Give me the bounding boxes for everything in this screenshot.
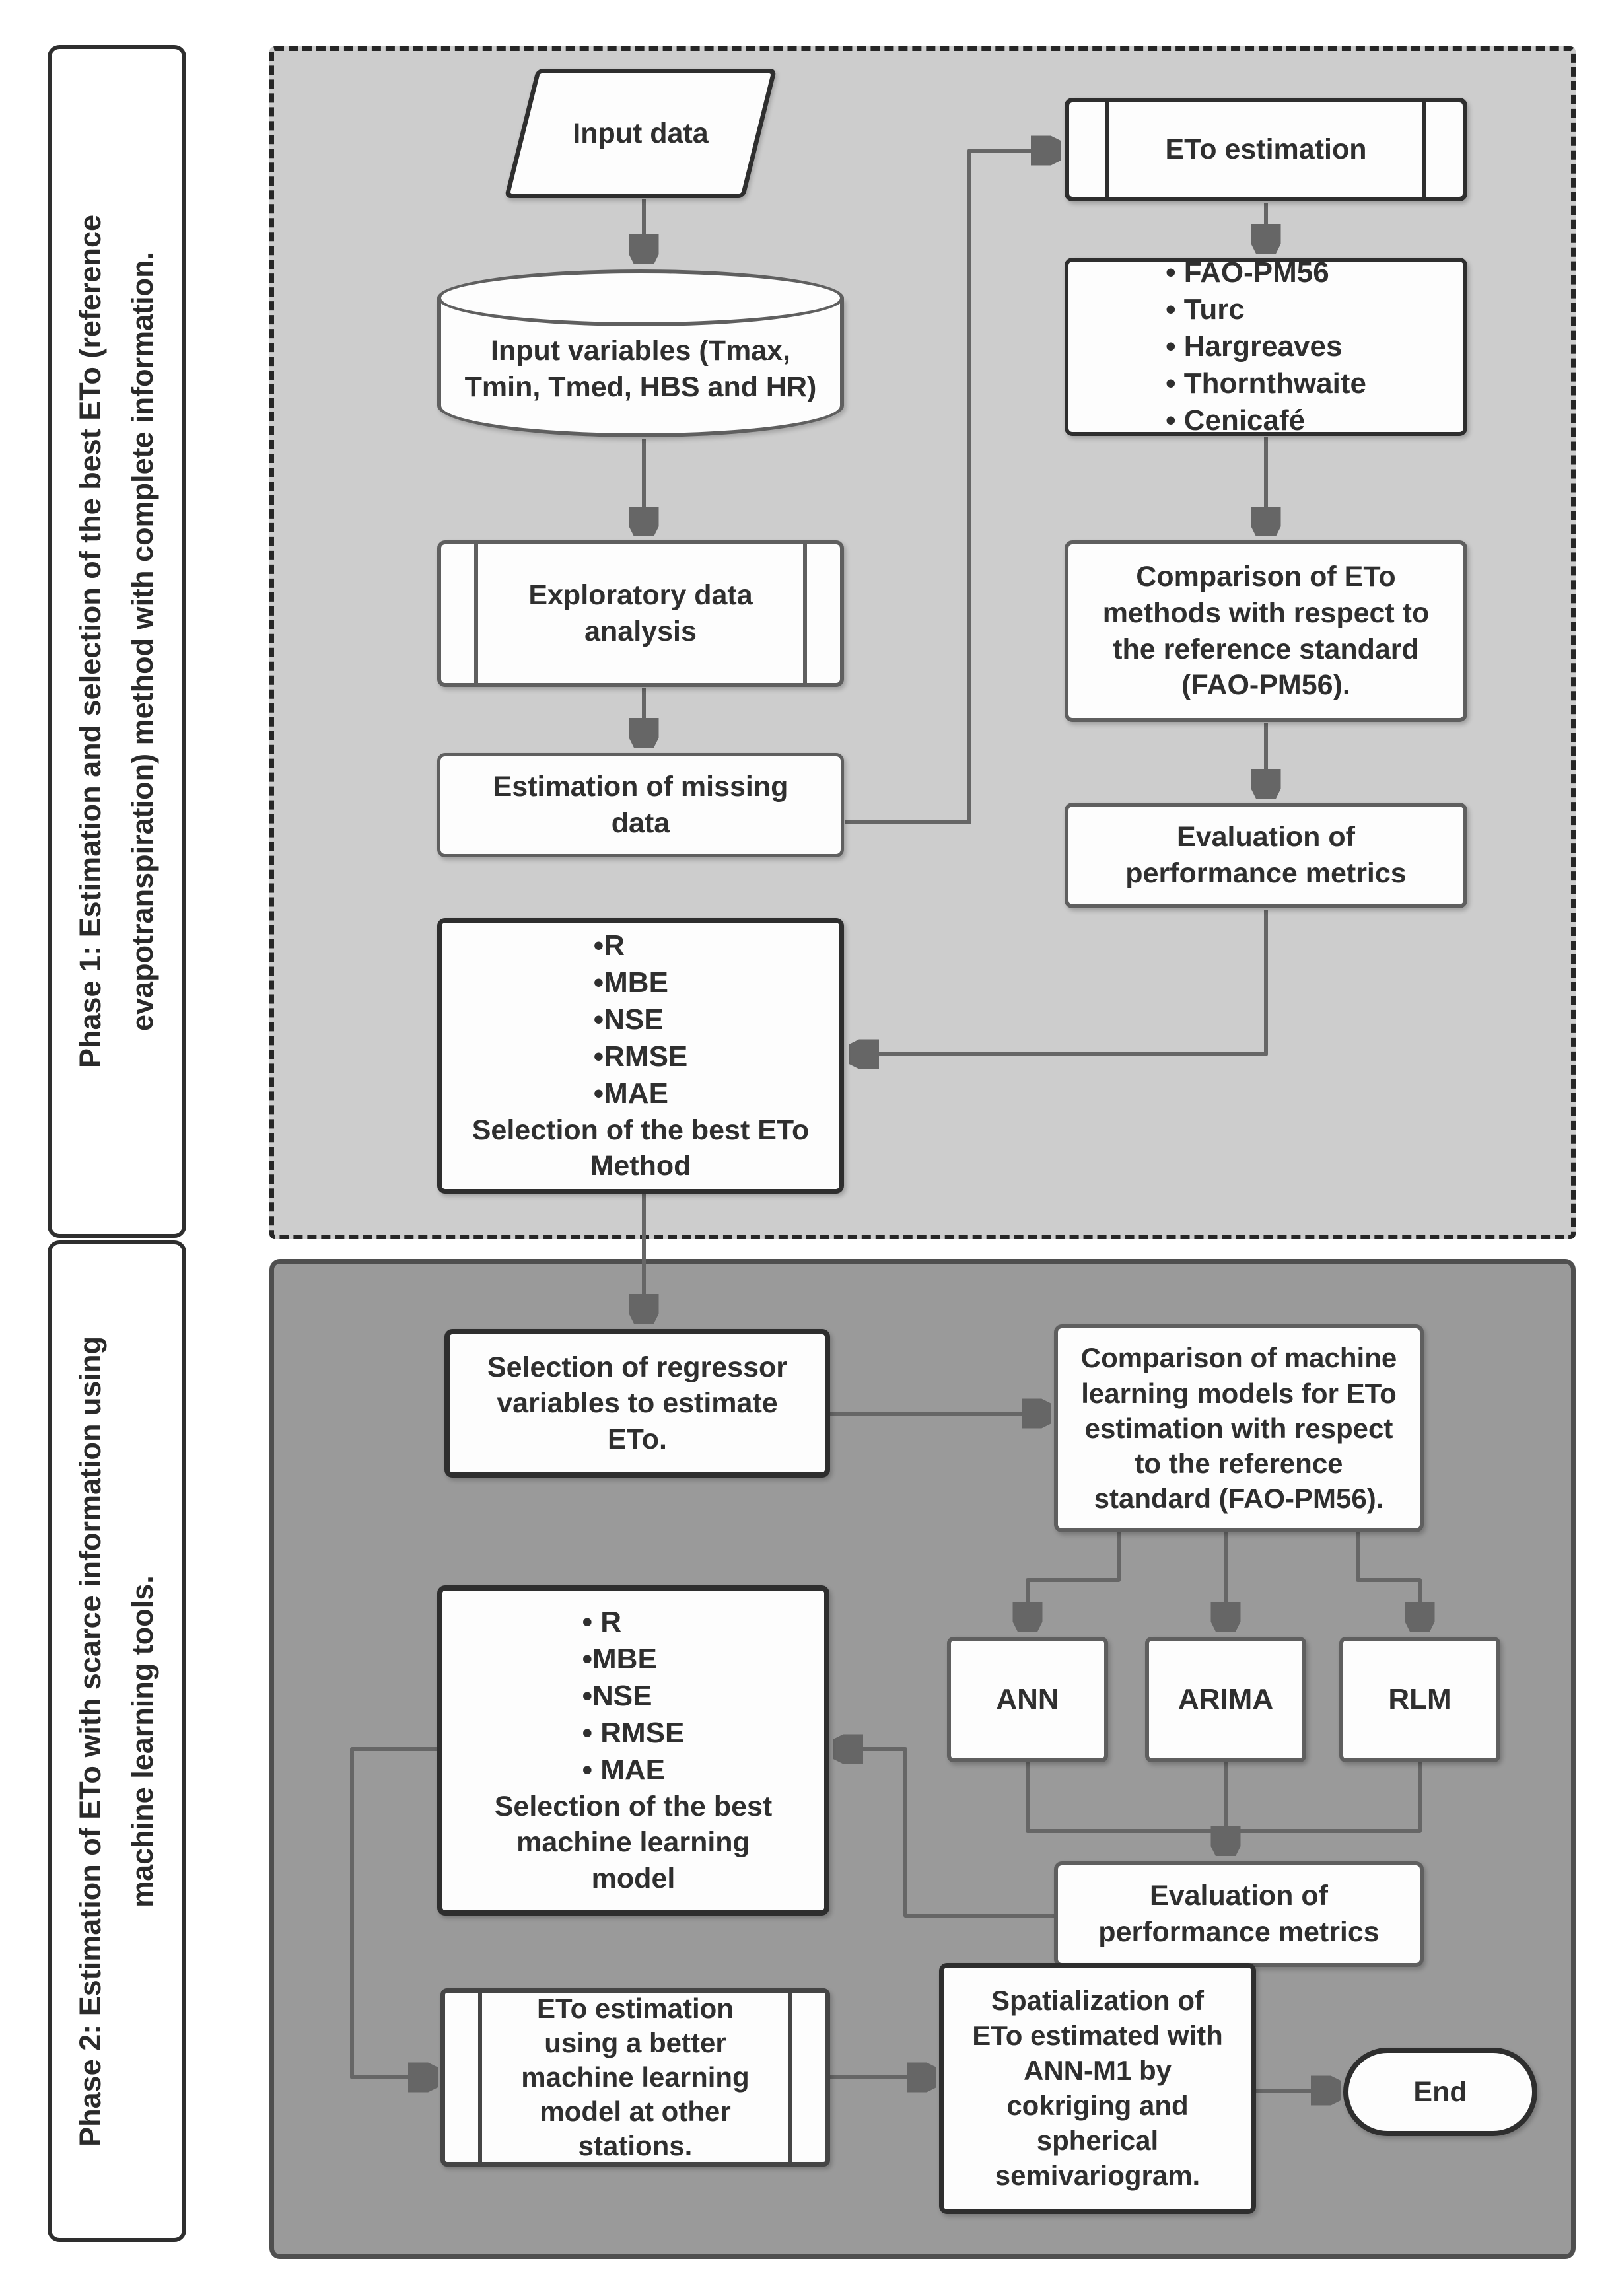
spatialization-label: Spatialization of ETo estimated with ANN… [972, 1985, 1223, 2191]
node-selection-regressor: Selection of regressor variables to esti… [444, 1329, 830, 1478]
arrow-missing-to-etoestimation [845, 151, 1061, 824]
selection-regressor-label: Selection of regressor variables to esti… [487, 1351, 788, 1455]
phase2-label-text: Phase 2: Estimation of ETo with scarce i… [73, 1336, 159, 2147]
exploratory-analysis-label: Exploratory data analysis [528, 579, 753, 647]
node-input-variables: Input variables (Tmax, Tmin, Tmed, HBS a… [437, 269, 844, 437]
node-missing-data: Estimation of missing data [437, 753, 844, 857]
evaluation-phase1-label: Evaluation of performance metrics [1125, 821, 1407, 889]
node-comparison-ml: Comparison of machine learning models fo… [1054, 1324, 1424, 1532]
node-end: End [1343, 2048, 1537, 2136]
node-arima: ARIMA [1145, 1637, 1306, 1762]
comparison-ml-label: Comparison of machine learning models fo… [1080, 1342, 1397, 1515]
predefined-bar-left [478, 1993, 482, 2162]
eto-estimation-label: ETo estimation [1165, 133, 1367, 166]
eto-methods-list: • FAO-PM56 • Turc • Hargreaves • Thornth… [1166, 256, 1366, 437]
arrow-evaluation-to-metrics1 [849, 910, 1268, 1054]
phase1-label-text: Phase 1: Estimation and selection of the… [73, 215, 159, 1068]
evaluation-phase2-label: Evaluation of performance metrics [1098, 1880, 1380, 1948]
missing-data-label: Estimation of missing data [493, 771, 788, 839]
cylinder-top [437, 269, 844, 326]
arrow-comparisonml-to-ann [1028, 1532, 1121, 1632]
ann-label: ANN [996, 1683, 1059, 1716]
node-exploratory-analysis: Exploratory data analysis [437, 540, 844, 687]
node-metrics-phase1: •R •MBE •NSE •RMSE •MAE Selection of the… [437, 918, 844, 1194]
input-data-label: Input data [573, 117, 709, 149]
node-input-data: Input data [504, 69, 777, 198]
node-evaluation-phase2: Evaluation of performance metrics [1054, 1861, 1424, 1967]
arrow-evaluation2-to-metrics2 [833, 1749, 1054, 1918]
metrics-phase1-bullets: •R •MBE •NSE •RMSE •MAE [593, 929, 688, 1110]
node-eto-other-stations: ETo estimation using a better machine le… [440, 1988, 830, 2167]
arrow-comparisonml-to-rlm [1356, 1532, 1420, 1632]
end-label: End [1413, 2075, 1467, 2108]
arrow-metrics2-to-etoother [350, 1747, 438, 2077]
predefined-bar-left [1105, 102, 1109, 197]
predefined-bar-right [788, 1993, 792, 2162]
node-eto-estimation: ETo estimation [1065, 98, 1467, 201]
phase2-label-box: Phase 2: Estimation of ETo with scarce i… [48, 1240, 186, 2242]
comparison-phase1-label: Comparison of ETo methods with respect t… [1102, 561, 1430, 701]
node-rlm: RLM [1339, 1637, 1500, 1762]
rlm-label: RLM [1388, 1683, 1452, 1716]
node-comparison-phase1: Comparison of ETo methods with respect t… [1065, 540, 1467, 722]
predefined-bar-right [1422, 102, 1426, 197]
node-ann: ANN [947, 1637, 1108, 1762]
metrics-phase2-caption: Selection of the best machine learning m… [494, 1790, 773, 1894]
node-metrics-phase2: • R •MBE •NSE • RMSE • MAE Selection of … [437, 1585, 829, 1916]
metrics-phase1-caption: Selection of the best ETo Method [472, 1114, 810, 1182]
input-variables-label: Input variables (Tmax, Tmin, Tmed, HBS a… [464, 335, 817, 403]
node-spatialization: Spatialization of ETo estimated with ANN… [939, 1963, 1256, 2214]
phase1-label-box: Phase 1: Estimation and selection of the… [48, 45, 186, 1238]
predefined-bar-right [803, 544, 807, 683]
arima-label: ARIMA [1177, 1683, 1274, 1716]
metrics-phase2-bullets: • R •MBE •NSE • RMSE • MAE [582, 1606, 685, 1786]
predefined-bar-left [474, 544, 478, 683]
node-evaluation-phase1: Evaluation of performance metrics [1065, 803, 1467, 908]
node-eto-methods: • FAO-PM56 • Turc • Hargreaves • Thornth… [1065, 256, 1467, 437]
eto-other-stations-label: ETo estimation using a better machine le… [521, 1992, 750, 2162]
